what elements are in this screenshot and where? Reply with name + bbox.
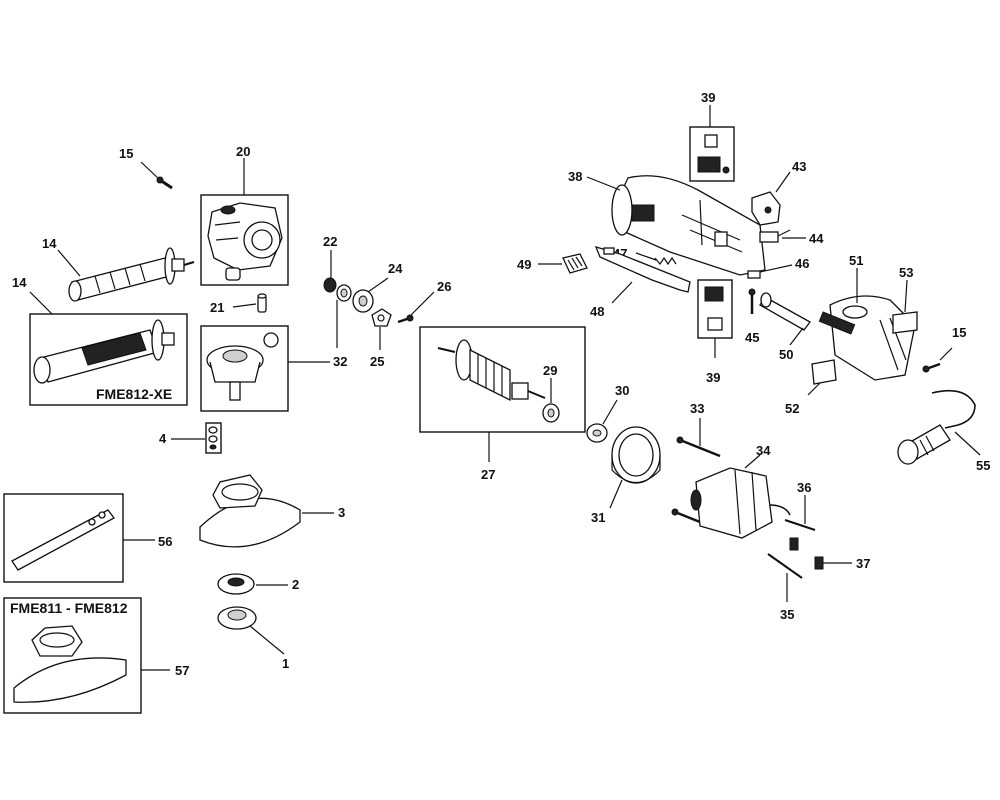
- callout-26: 26: [437, 279, 451, 294]
- callout-25: 25: [370, 354, 384, 369]
- part-33-long-screws: [671, 436, 721, 532]
- part-2-inner-flange: [217, 573, 255, 595]
- callout-34: 34: [756, 443, 771, 458]
- part-27-armature: [437, 339, 546, 402]
- callout-53: 53: [899, 265, 913, 280]
- part-43-switch: [751, 191, 781, 226]
- part-20-gearbox-housing: [207, 202, 283, 281]
- part-15-screw-top: [140, 161, 173, 190]
- part-29-bearing: [542, 403, 560, 423]
- callout-2: 2: [292, 577, 299, 592]
- part-bearing-small: [336, 284, 352, 348]
- callout-31: 31: [591, 510, 605, 525]
- callout-37: 37: [856, 556, 870, 571]
- part-49-slider-button: [562, 253, 588, 274]
- callout-48: 48: [590, 304, 604, 319]
- part-26-screw: [397, 314, 414, 324]
- callout-46: 46: [795, 256, 809, 271]
- part-1-outer-flange-nut: [217, 606, 257, 630]
- part-56-frame: [3, 493, 124, 583]
- callout-39-top: 39: [701, 90, 715, 105]
- part-14-side-handle: [68, 247, 195, 302]
- part-47-spring: [654, 256, 677, 266]
- part-32-gear-assembly: [206, 332, 279, 401]
- callout-15-top: 15: [119, 146, 133, 161]
- part-14-xe-frame: [29, 313, 188, 406]
- callout-32: 32: [333, 354, 347, 369]
- part-30-bearing: [586, 423, 608, 443]
- callout-44: 44: [809, 231, 824, 246]
- callout-4: 4: [159, 431, 167, 446]
- part-14-xe-handle: [33, 319, 175, 384]
- callout-49: 49: [517, 257, 531, 272]
- callout-57: 57: [175, 663, 189, 678]
- callout-50: 50: [779, 347, 793, 362]
- callout-27: 27: [481, 467, 495, 482]
- part-48-switch-rod: [594, 246, 691, 293]
- callout-56: 56: [158, 534, 172, 549]
- callout-52: 52: [785, 401, 799, 416]
- part-37-carbon-brushes: [789, 537, 824, 570]
- part-39-switch-lower: [704, 286, 724, 331]
- part-55-power-cord: [897, 389, 976, 465]
- part-22-nut: [323, 277, 337, 293]
- callout-14-lower: 14: [12, 275, 27, 290]
- part-39-switch-top: [697, 134, 730, 174]
- callout-30: 30: [615, 383, 629, 398]
- callout-29: 29: [543, 363, 557, 378]
- callout-22: 22: [323, 234, 337, 249]
- part-24-bearing: [352, 289, 374, 313]
- part-52-label: [811, 359, 837, 385]
- callout-45: 45: [745, 330, 759, 345]
- callout-21: 21: [210, 300, 224, 315]
- callout-38: 38: [568, 169, 582, 184]
- callout-43: 43: [792, 159, 806, 174]
- part-32-frame: [200, 325, 289, 412]
- part-44-capacitor: [759, 229, 791, 243]
- part-39-top-frame: [689, 126, 735, 182]
- part-46-connector: [747, 270, 761, 279]
- part-35-brush-holder: [767, 553, 803, 579]
- callout-39-lower: 39: [706, 370, 720, 385]
- callout-1: 1: [282, 656, 289, 671]
- callout-20: 20: [236, 144, 250, 159]
- part-3-wheel-guard: [199, 474, 301, 548]
- callout-3: 3: [338, 505, 345, 520]
- part-21-pin: [257, 293, 267, 313]
- callout-51: 51: [849, 253, 863, 268]
- part-34-stator: [690, 467, 791, 539]
- part-45-screw: [748, 288, 756, 314]
- callout-33: 33: [690, 401, 704, 416]
- part-31-housing-ring: [611, 426, 661, 484]
- part-27-frame: [419, 326, 586, 433]
- part-50-cord-guard: [759, 292, 811, 331]
- part-4-washer-set: [205, 422, 222, 454]
- part-56-spanner: [11, 509, 115, 571]
- callout-36: 36: [797, 480, 811, 495]
- part-36-brush-holder: [784, 519, 816, 531]
- callout-55: 55: [976, 458, 990, 473]
- callout-35: 35: [780, 607, 794, 622]
- part-38-motor-housing: [611, 175, 766, 276]
- callout-15-right: 15: [952, 325, 966, 340]
- part-25-plate: [371, 308, 392, 327]
- part-57-wheel-guard: [13, 625, 127, 703]
- callout-24: 24: [388, 261, 403, 276]
- part-57-frame: [3, 597, 142, 714]
- part-15-screw-right: [922, 362, 941, 373]
- model-label-fme812-xe: FME812-XE: [96, 386, 172, 402]
- model-label-fme811-fme812: FME811 - FME812: [10, 600, 128, 616]
- callout-14-upper: 14: [42, 236, 57, 251]
- part-53-label: [892, 311, 918, 334]
